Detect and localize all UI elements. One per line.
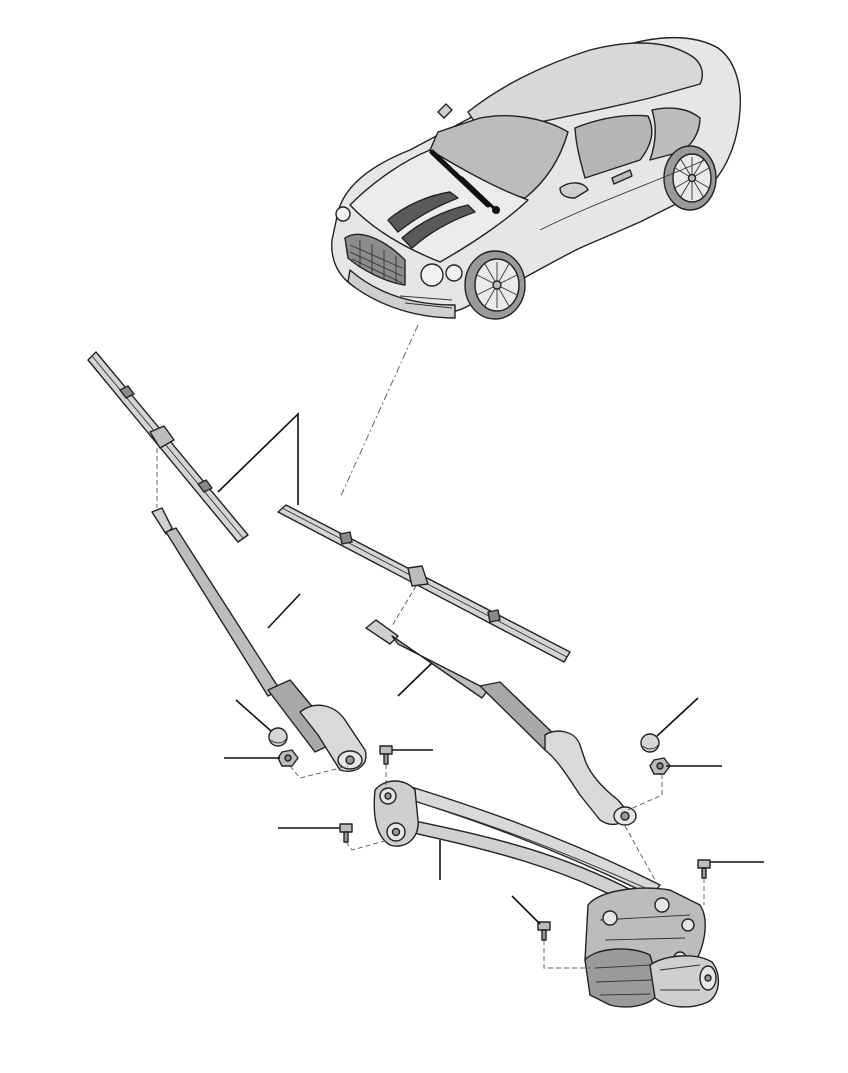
leader-wiper-blades	[217, 412, 299, 505]
front-wheel	[464, 250, 526, 320]
grille-mesh	[349, 240, 403, 284]
cap-right	[640, 733, 660, 753]
cap-left	[268, 727, 288, 747]
leader-wiper-arm-right	[397, 662, 433, 697]
leader-cap-left	[235, 699, 272, 732]
rear-wheel	[663, 145, 717, 211]
car-wiper-highlight	[429, 149, 491, 208]
bolt-right	[697, 859, 711, 879]
right-blade-arm-guide	[391, 585, 417, 627]
callout-leaders	[217, 412, 764, 925]
bolt-bottom	[537, 921, 551, 941]
nut-right	[649, 757, 671, 775]
wiper-blade-right	[277, 504, 571, 663]
nut-left	[277, 749, 299, 767]
wiper-linkage-assembly	[373, 780, 719, 1008]
wiper-arm-right	[365, 619, 637, 826]
fastener-guides	[289, 764, 705, 969]
wiper-blade-left	[87, 351, 249, 543]
leader-wiper-arm-left	[267, 593, 301, 629]
bolt-left	[339, 823, 353, 843]
car-to-blade-guide	[339, 324, 419, 499]
car-illustration	[331, 36, 742, 320]
leader-cap-right	[656, 697, 699, 737]
bolt-center	[379, 745, 393, 765]
leader-bolt-bottom	[511, 895, 541, 925]
wiper-arm-left	[151, 507, 367, 772]
